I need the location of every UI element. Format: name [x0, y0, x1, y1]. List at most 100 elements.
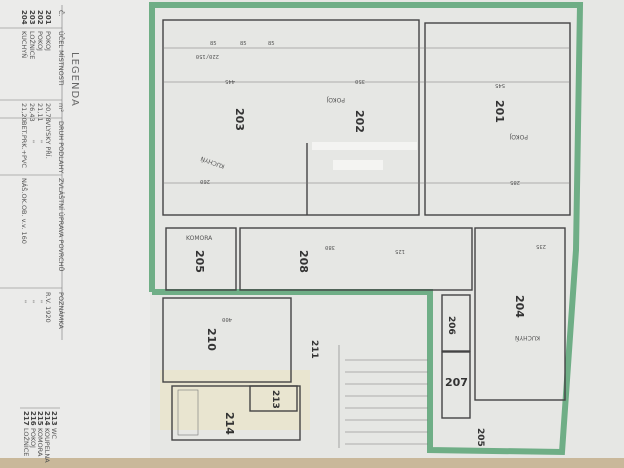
legend-row-use: POKOJ — [29, 428, 37, 448]
apartment-boundary — [149, 2, 584, 456]
legend-row-use: KUCHYŇ — [20, 31, 29, 58]
legend-row-use: POKOJ — [36, 31, 44, 51]
legend-row-no: 204 — [20, 10, 28, 25]
dimension-label: 445 — [225, 78, 235, 84]
dimension-label: 545 — [495, 82, 505, 88]
room-number-204: 204 — [513, 295, 526, 318]
dimension-label: 285 — [510, 179, 520, 185]
bathtub — [177, 389, 199, 436]
legend-row-note: R.V. 1920 — [44, 292, 52, 323]
legend-row-no: 214 — [43, 411, 51, 426]
legend-row: 216 POKOJ — [29, 411, 37, 448]
legend-row-use: KOMORA — [36, 428, 44, 457]
legend-table: LEGENDA Č. ÚČEL MÍSTNOSTI m² DRUH PODLAH… — [0, 5, 80, 463]
legend-row-use: WC — [50, 428, 58, 439]
dimension-label: 400 — [222, 316, 232, 322]
room-outline-201 — [424, 22, 571, 216]
room-outline-206 — [441, 294, 471, 352]
legend-row: 215 KOMORA — [36, 411, 44, 457]
room-number-208: 208 — [297, 250, 310, 273]
room-outline-208 — [239, 227, 473, 291]
legend-row-use: KOUPELNA — [43, 428, 51, 463]
dimension-label: 350 — [355, 78, 365, 84]
room-outline-204 — [474, 227, 566, 401]
legend-header-treatment: ZVLÁŠTNÍ ÚPRAVA POVRCHŮ — [57, 178, 66, 272]
legend-row-no: 217 — [22, 411, 30, 426]
room-name-komora: KOMORA — [186, 235, 213, 242]
room-outline-205 — [165, 227, 237, 291]
legend-row-no: 203 — [28, 10, 36, 25]
dimension-label: 125 — [395, 248, 405, 254]
legend-row: 201 POKOJ 20,78 VLYSKY PŘÍ. R.V. 1920 — [44, 10, 53, 323]
dimension-label: 85 — [210, 41, 217, 47]
legend-row-use: LOŽNICE — [28, 31, 37, 59]
dimension-labels: 445 350 545 260 285 400 85 85 85 220/150… — [196, 41, 546, 322]
room-number-201: 201 — [493, 100, 506, 123]
legend-header-note: POZNÁMKA — [57, 292, 66, 330]
legend-row-use: LOŽNICE — [22, 428, 31, 456]
legend-row: 214 KOUPELNA — [43, 411, 51, 463]
legend-row-no: 216 — [29, 411, 37, 426]
room-number-210: 210 — [205, 328, 218, 351]
room-outline-210 — [162, 297, 292, 383]
room-number-203: 203 — [233, 108, 246, 131]
legend-header-no: Č. — [57, 10, 66, 17]
stairs — [345, 359, 428, 445]
legend-paper — [0, 0, 150, 468]
legend-row-no: 215 — [36, 411, 44, 426]
room-outline-213 — [249, 385, 298, 412]
legend-row: 217 LOŽNICE — [22, 411, 31, 456]
legend-row-no: 201 — [44, 10, 52, 25]
walls — [162, 19, 571, 448]
room-number-202: 202 — [353, 110, 366, 133]
paper-patch — [333, 160, 383, 170]
legend-row-note: " — [36, 300, 44, 303]
stain — [160, 370, 310, 430]
legend-row: 203 LOŽNICE 26,43 " " — [28, 10, 37, 303]
room-name-pokoj-202: POKOJ — [326, 96, 345, 103]
dimension-label: 220/150 — [196, 53, 219, 59]
paper-patch — [312, 142, 417, 150]
legend-row-no: 213 — [50, 411, 58, 426]
legend-row-area: 21,20 — [20, 103, 28, 122]
dimension-label: 260 — [200, 178, 210, 184]
room-number-207: 207 — [445, 376, 468, 389]
room-name-pokoj-201: POKOJ — [509, 133, 528, 140]
room-outline-214 — [171, 385, 301, 441]
legend-row-floor: " — [36, 140, 44, 143]
room-name-kuchyn-204: KUCHYŇ — [515, 334, 540, 341]
legend-header-floor: DRUH PODLAHY — [57, 121, 65, 173]
dimension-label: 380 — [325, 244, 335, 250]
legend-header-use: ÚČEL MÍSTNOSTI — [57, 31, 66, 86]
legend-row-no: 202 — [36, 10, 44, 25]
legend-row-use: POKOJ — [44, 31, 52, 51]
legend-row: 204 KUCHYŇ 21,20 BET.PRK.+PVC NÁŠ.OK.OB.… — [20, 10, 29, 303]
room-number-214: 214 — [223, 412, 236, 435]
legend-title: LEGENDA — [69, 52, 80, 107]
room-numbers: 203 202 201 205 208 204 210 211 213 214 … — [193, 100, 526, 447]
legend-row-floor: BET.PRK.+PVC — [20, 121, 28, 168]
legend-row-note: " — [20, 300, 28, 303]
legend-row-treatment: NÁŠ.OK.OB. v.v. 160 — [20, 178, 29, 244]
legend-row: 213 WC — [50, 411, 58, 439]
legend-row: 202 POKOJ 21,11 " " — [36, 10, 44, 303]
room-number-206: 206 — [446, 316, 456, 335]
table-edge — [0, 458, 624, 468]
legend-row-note: " — [28, 300, 36, 303]
room-number-205: 205 — [193, 250, 206, 273]
legend-header-area: m² — [57, 103, 65, 112]
legend-row-area: 20,78 — [44, 103, 52, 122]
room-number-211: 211 — [309, 340, 319, 359]
room-number-213: 213 — [270, 390, 280, 409]
legend-row-floor: VLYSKY PŘÍ. — [44, 121, 53, 159]
dimension-label: 85 — [268, 41, 275, 47]
room-outline-207 — [441, 351, 471, 419]
legend-row-area: 21,11 — [36, 103, 44, 122]
room-outline-203-202 — [162, 19, 420, 216]
legend-row-area: 26,43 — [28, 103, 36, 122]
room-number-205-lower: 205 — [475, 428, 485, 447]
dimension-label: 235 — [536, 243, 546, 249]
legend-row-floor: " — [28, 140, 36, 143]
dimension-label: 85 — [240, 41, 247, 47]
